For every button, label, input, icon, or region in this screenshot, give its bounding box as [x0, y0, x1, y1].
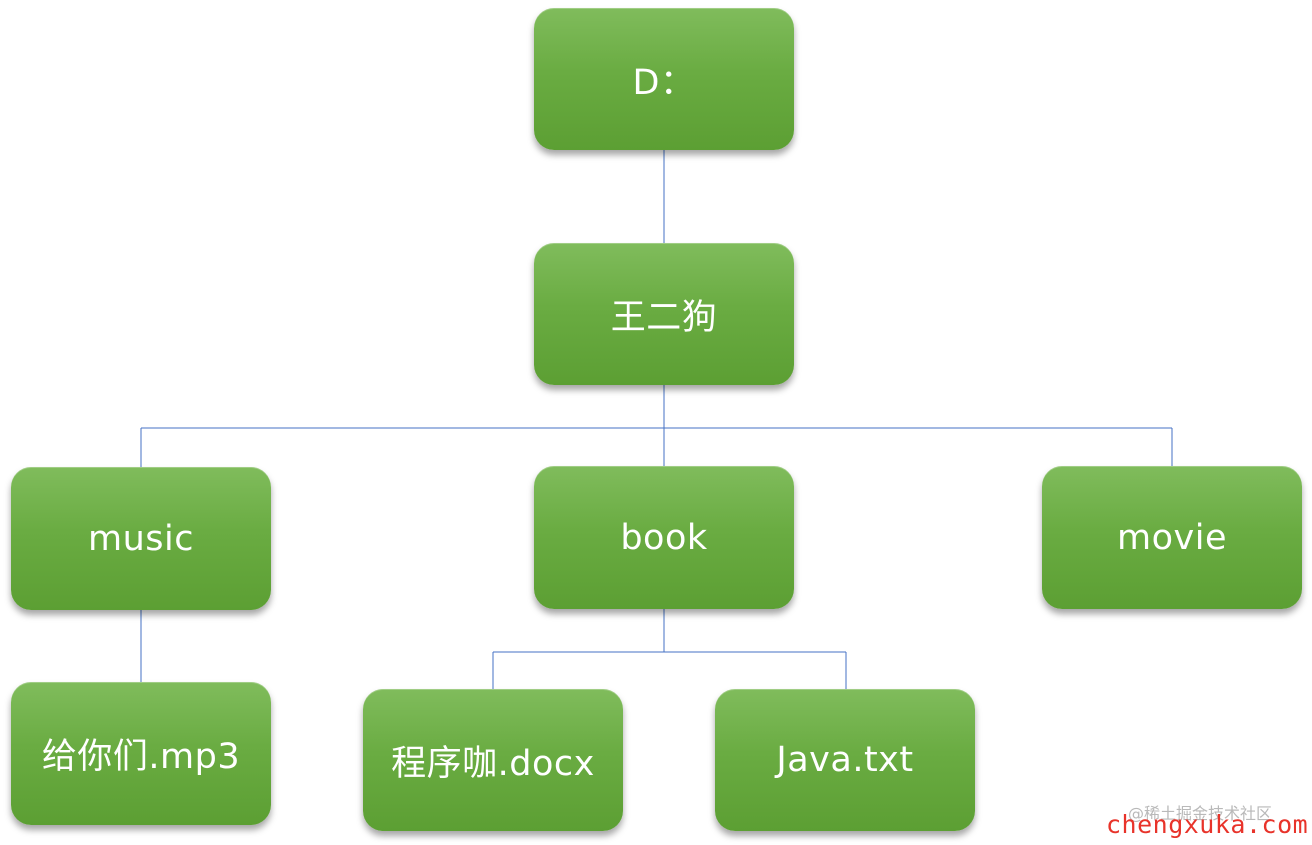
user-folder-node: 王二狗 — [534, 243, 794, 385]
book-file-docx-label: 程序咖.docx — [391, 743, 595, 784]
book-folder-node: book — [534, 466, 794, 609]
book-file-docx-node: 程序咖.docx — [363, 689, 623, 831]
movie-folder-node: movie — [1042, 466, 1302, 609]
site-watermark: chengxuka.com — [1106, 810, 1309, 839]
root-drive-label: D： — [632, 62, 696, 103]
music-folder-node: music — [11, 467, 271, 610]
community-watermark: @稀土掘金技术社区 — [1128, 804, 1273, 823]
root-drive-node: D： — [534, 8, 794, 150]
user-folder-label: 王二狗 — [610, 297, 718, 338]
book-file-java-node: Java.txt — [715, 689, 975, 831]
music-file-node: 给你们.mp3 — [11, 682, 271, 825]
music-folder-label: music — [88, 518, 194, 559]
book-file-java-label: Java.txt — [776, 740, 914, 780]
music-file-label: 给你们.mp3 — [41, 737, 241, 777]
book-folder-label: book — [620, 517, 708, 558]
movie-folder-label: movie — [1117, 517, 1227, 558]
